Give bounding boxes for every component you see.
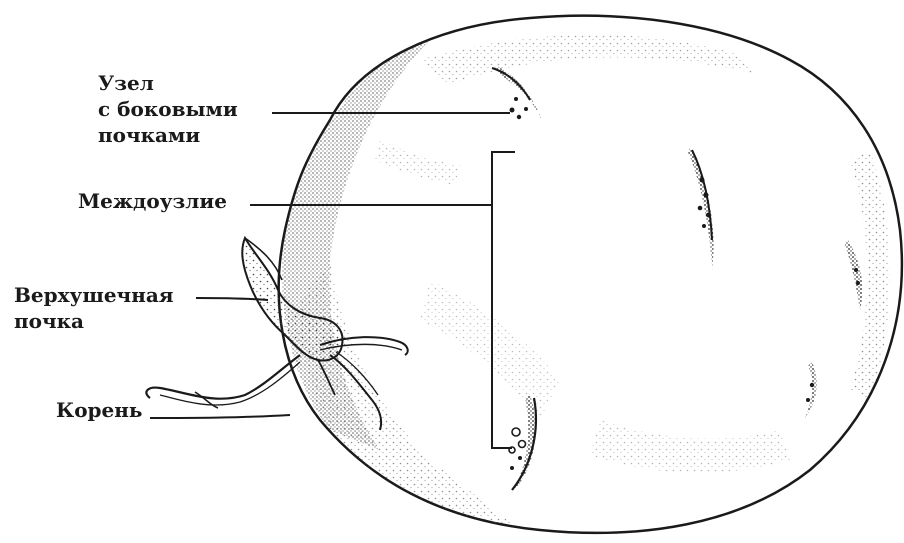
root-label: Корень — [56, 397, 142, 423]
root-leader-line — [150, 415, 290, 418]
apical-bud-label: Верхушечная почка — [14, 282, 174, 334]
apical-bud-label-line1: Верхушечная — [14, 282, 174, 308]
roots — [146, 355, 300, 408]
node-label-line2: с боковыми — [98, 96, 238, 122]
internode-label: Междоузлие — [78, 188, 227, 214]
node-label-line1: Узел — [98, 70, 238, 96]
apical-bud-label-line2: почка — [14, 308, 174, 334]
node-label: Узел с боковыми почками — [98, 70, 238, 148]
node-label-line3: почками — [98, 122, 238, 148]
